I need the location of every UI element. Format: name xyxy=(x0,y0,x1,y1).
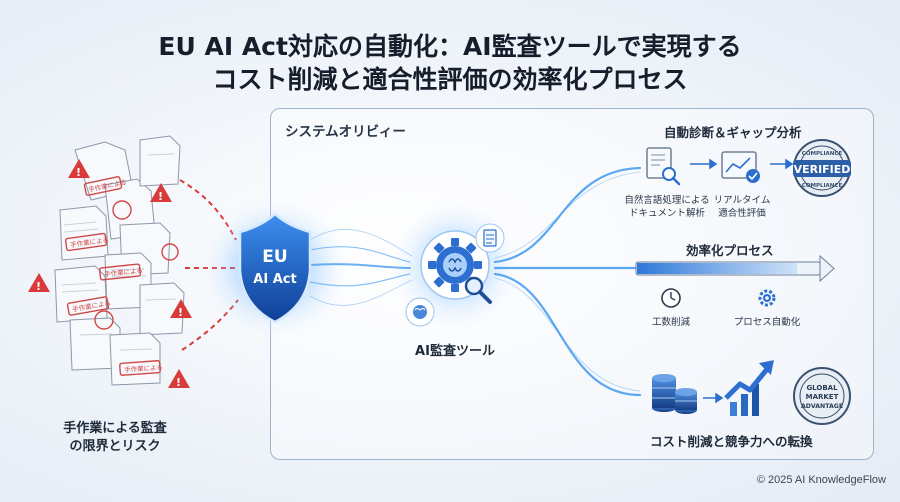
badge-line-2: MARKET xyxy=(806,393,839,401)
ai-tool-label: AI監査ツール xyxy=(415,344,495,359)
warning-icon: ! xyxy=(150,183,172,203)
risk-caption-line-2: の限界とリスク xyxy=(69,439,161,454)
effort-reduction-label: 工数削減 xyxy=(651,317,690,328)
document-search-icon xyxy=(646,147,681,186)
efficiency-progress-bar xyxy=(635,254,835,283)
manual-stamp xyxy=(64,176,179,376)
step-nlp-line-1: 自然言語処理による xyxy=(624,195,710,206)
title-line-2: コスト削減と適合性評価の効率化プロセス xyxy=(212,65,688,94)
chart-check-icon xyxy=(721,151,760,183)
badge-main: VERIFIED xyxy=(794,163,851,176)
document-icon xyxy=(475,223,505,253)
warning-icon: ! xyxy=(68,159,90,179)
badge-top: COMPLIANCE xyxy=(802,151,843,157)
growth-arrow-icon xyxy=(724,360,774,416)
badge-line-1: GLOBAL xyxy=(806,384,838,392)
efficiency-title: 効率化プロセス xyxy=(686,243,774,258)
title-line-1: EU AI Act対応の自動化：AI監査ツールで実現する xyxy=(158,32,742,61)
warning-icon: ! xyxy=(170,299,192,319)
document-pile: 手作業による 手作業による 手作業による 手作業による 手作業による ! ! !… xyxy=(28,135,192,389)
process-automation-label: プロセス自動化 xyxy=(733,317,801,328)
badge-bottom: COMPLIANCE xyxy=(802,183,843,189)
system-overview-title: システムオリビィー xyxy=(285,124,406,140)
step-realtime-assessment: リアルタイム 適合性評価 xyxy=(702,194,782,220)
light-streams xyxy=(309,166,642,397)
cost-title: コスト削減と競争力への転換 xyxy=(650,434,813,449)
gear-brain-icon xyxy=(420,230,492,304)
gear-icon xyxy=(758,289,776,307)
shield-line-1: EU xyxy=(262,247,287,267)
manual-audit-risk-caption: 手作業による監査 の限界とリスク xyxy=(40,420,190,456)
system-overview-panel xyxy=(270,108,874,460)
progress-fill xyxy=(637,263,798,274)
risk-caption-line-1: 手作業による監査 xyxy=(63,421,167,436)
verified-badge: VERIFIED COMPLIANCE COMPLIANCE xyxy=(793,139,851,197)
clock-icon xyxy=(661,288,681,308)
step-nlp-line-2: ドキュメント解析 xyxy=(628,208,705,219)
arrow-icon xyxy=(690,158,794,170)
step-realtime-line-1: リアルタイム xyxy=(713,195,771,206)
market-advantage-badge: GLOBAL MARKET ADVANTAGE xyxy=(793,367,851,425)
page-title: EU AI Act対応の自動化：AI監査ツールで実現する コスト削減と適合性評価… xyxy=(0,30,900,96)
svg-text:!: ! xyxy=(176,376,181,389)
warning-icon: ! xyxy=(168,369,190,389)
shield-line-2: AI Act xyxy=(253,272,296,287)
stamp-label: 手作業による xyxy=(104,266,144,279)
copyright: © 2025 AI KnowledgeFlow xyxy=(756,474,886,486)
shield-icon: EU AI Act xyxy=(238,212,312,324)
magnifier-icon xyxy=(464,276,492,304)
arrow-icon xyxy=(703,392,724,404)
stamp-label: 手作業による xyxy=(124,362,163,374)
brain-icon xyxy=(405,297,435,327)
coins-icon xyxy=(652,374,697,414)
svg-text:!: ! xyxy=(76,166,81,179)
svg-text:!: ! xyxy=(178,306,183,319)
svg-text:!: ! xyxy=(158,190,163,203)
step-realtime-line-2: 適合性評価 xyxy=(718,208,766,219)
step-nlp-analysis: 自然言語処理による ドキュメント解析 xyxy=(612,194,722,220)
diagnosis-title: 自動診断＆ギャップ分析 xyxy=(664,125,802,140)
document-icon xyxy=(54,135,185,386)
warning-icon: ! xyxy=(28,273,50,293)
svg-text:!: ! xyxy=(36,280,41,293)
badge-line-3: ADVANTAGE xyxy=(801,403,843,410)
